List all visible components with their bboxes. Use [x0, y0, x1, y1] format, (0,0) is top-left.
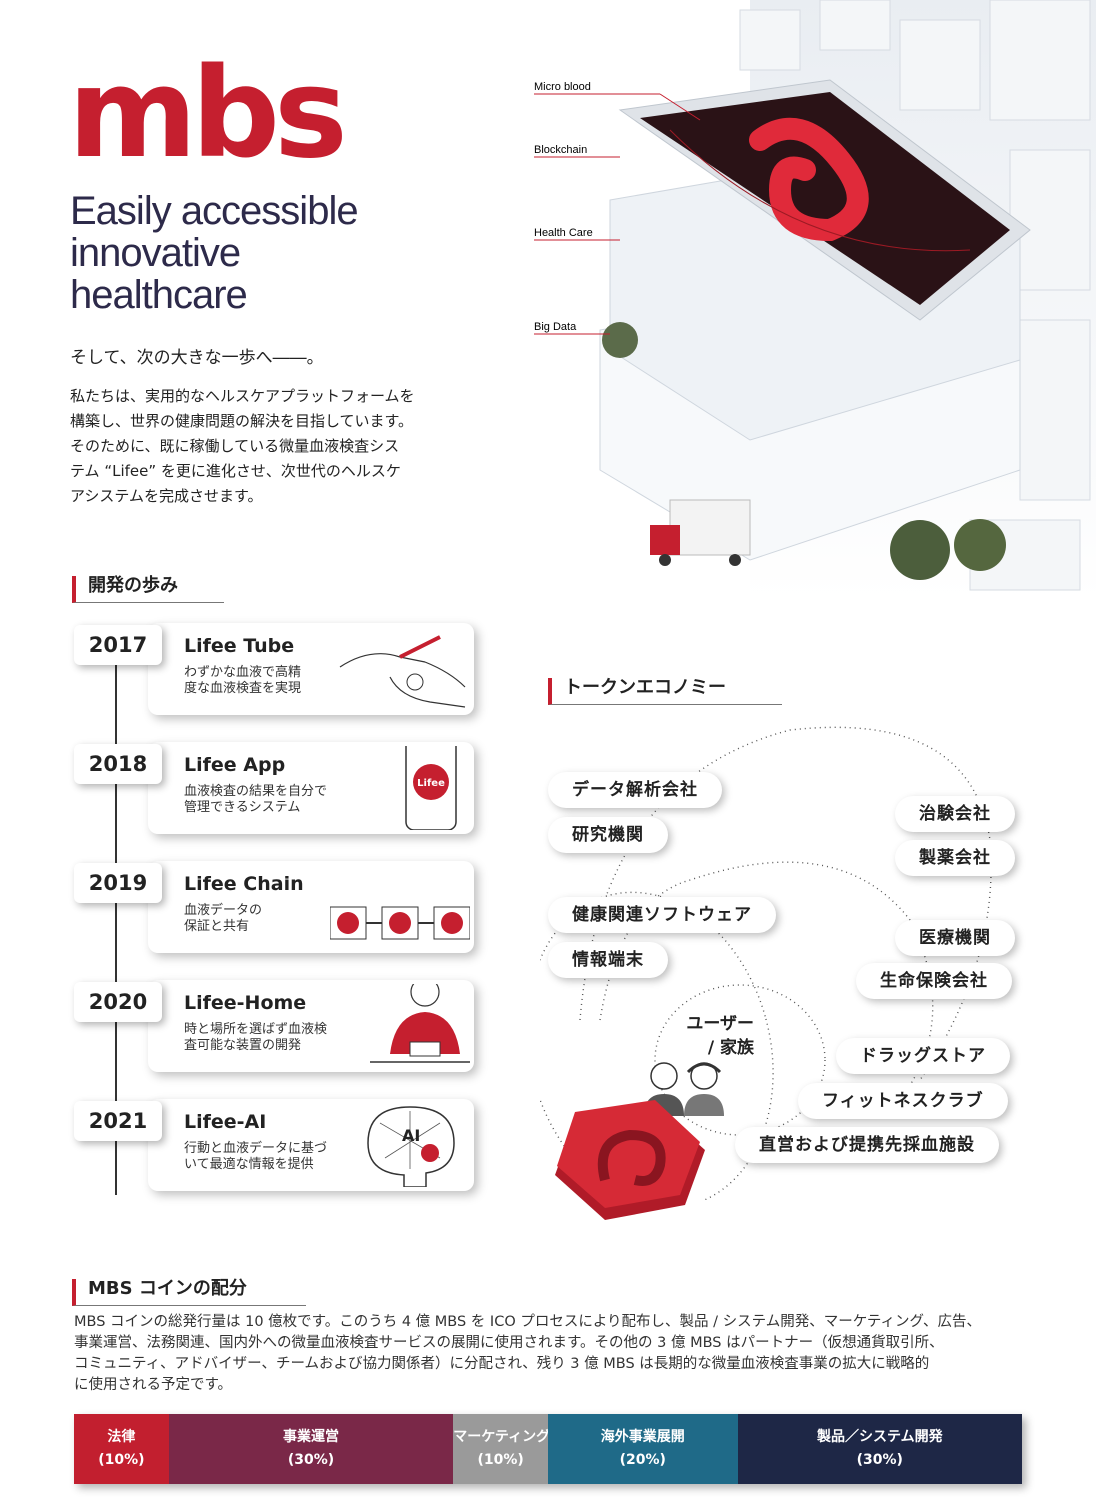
product-name: Lifee-Home [184, 992, 307, 1014]
user-family-label: ユーザー / 家族 [660, 1012, 754, 1060]
timeline-card-2019: Lifee Chain 血液データの 保証と共有 [148, 861, 474, 953]
development-title: 開発の歩み [72, 576, 224, 603]
coin-description: MBS コインの総発行量は 10 億枚です。このうち 4 億 MBS を ICO… [74, 1312, 1034, 1396]
product-desc: 血液検査の結果を自分で 管理できるシステム [184, 784, 364, 816]
intro-line: そのために、既に稼働している微量血液検査シス [70, 437, 400, 455]
partner-medical: 医療機関 [895, 920, 1015, 956]
tagline-line: healthcare [70, 273, 248, 317]
partner-research-institute: 研究機関 [548, 817, 668, 853]
product-name: Lifee-AI [184, 1111, 267, 1133]
year-badge-2018: 2018 [74, 744, 162, 784]
tagline-line: Easily accessible [70, 189, 359, 233]
product-desc: 血液データの 保証と共有 [184, 903, 364, 935]
desc-line: 時と場所を選ばず血液検 [184, 1022, 328, 1037]
partner-info-terminal: 情報端末 [548, 942, 668, 978]
allocation-segment-overseas: 海外事業展開 (20%) [548, 1414, 738, 1484]
partner-data-analysis: データ解析会社 [548, 772, 722, 808]
coin-text-line: 事業運営、法務関連、国内外への微量血液検査サービスの展開に使用されます。その他の… [74, 1335, 944, 1351]
year-badge-2019: 2019 [74, 863, 162, 903]
partner-life-insurance: 生命保険会社 [856, 963, 1012, 999]
year-badge-2017: 2017 [74, 625, 162, 665]
desc-line: わずかな血液で高精 [184, 665, 302, 680]
product-name: Lifee App [184, 754, 286, 776]
partner-clinical-trial: 治験会社 [895, 796, 1015, 832]
segment-label: マーケティング [453, 1429, 548, 1445]
product-desc: わずかな血液で高精 度な血液検査を実現 [184, 665, 364, 697]
ai-mark: AI [402, 1126, 420, 1145]
coin-text-line: MBS コインの総発行量は 10 億枚です。このうち 4 億 MBS を ICO… [74, 1314, 982, 1330]
segment-percent: (30%) [287, 1452, 335, 1468]
timeline-card-2021: Lifee-AI 行動と血液データに基づ いて最適な情報を提供 AI [148, 1099, 474, 1191]
segment-percent: (30%) [856, 1452, 903, 1468]
partner-drugstore: ドラッグストア [836, 1038, 1010, 1074]
desc-line: 管理できるシステム [184, 800, 301, 815]
intro-line: 私たちは、実用的なヘルスケアプラットフォームを [70, 387, 415, 405]
segment-label: 海外事業展開 [600, 1429, 685, 1445]
desc-line: 査可能な装置の開発 [184, 1038, 302, 1053]
partner-blood-collection: 直営および提携先採血施設 [735, 1127, 999, 1163]
intro-paragraph: 私たちは、実用的なヘルスケアプラットフォームを 構築し、世界の健康問題の解決を目… [70, 384, 490, 509]
building-illustration: Micro blood Blockchain Health Care Big D… [500, 0, 1096, 640]
intro-line: 構築し、世界の健康問題の解決を目指しています。 [70, 412, 414, 430]
partner-health-software: 健康関連ソフトウェア [548, 897, 776, 933]
label-health-care: Health Care [534, 227, 593, 239]
allocation-segment-marketing: マーケティング (10%) [453, 1414, 548, 1484]
allocation-segment-operations: 事業運営 (30%) [168, 1414, 454, 1484]
intro-line: アシステムを完成させます。 [70, 487, 263, 505]
partner-pharma: 製薬会社 [895, 840, 1015, 876]
label-micro-blood: Micro blood [534, 81, 591, 93]
segment-label: 製品／システム開発 [817, 1429, 943, 1445]
desc-line: いて最適な情報を提供 [184, 1157, 314, 1172]
desc-line: 血液検査の結果を自分で [184, 784, 328, 799]
segment-label: 法律 [107, 1429, 136, 1445]
user-label-line: ユーザー [686, 1014, 754, 1034]
desc-line: 血液データの [184, 903, 263, 918]
coin-distribution-title: MBS コインの配分 [72, 1279, 306, 1306]
intro-line: テム “Lifee” を更に進化させ、次世代のヘルスケ [70, 462, 401, 480]
partner-fitness: フィットネスクラブ [798, 1083, 1008, 1119]
token-economy-title: トークンエコノミー [548, 678, 782, 705]
chain-blocks-icon [330, 906, 470, 940]
product-desc: 時と場所を選ばず血液検 査可能な装置の開発 [184, 1022, 364, 1054]
lead-text: そして、次の大きな一歩へ――。 [70, 348, 324, 368]
user-family-icon [644, 1062, 724, 1116]
timeline-card-2017: Lifee Tube わずかな血液で高精 度な血液検査を実現 [148, 623, 474, 715]
lifee-mark: Lifee [417, 778, 445, 789]
year-badge-2021: 2021 [74, 1101, 162, 1141]
user-label-line: / 家族 [707, 1038, 754, 1058]
desc-line: 行動と血液データに基づ [184, 1141, 328, 1156]
year-badge-2020: 2020 [74, 982, 162, 1022]
segment-label: 事業運営 [283, 1429, 339, 1445]
allocation-segment-product-dev: 製品／システム開発 (30%) [737, 1414, 1022, 1484]
smartphone-app-icon: Lifee [405, 746, 457, 830]
label-blockchain: Blockchain [534, 144, 587, 156]
tagline-line: innovative [70, 231, 241, 275]
segment-percent: (10%) [477, 1452, 524, 1468]
allocation-bar: 法律 (10%) 事業運営 (30%) マーケティング (10%) 海外事業展開… [74, 1414, 1022, 1484]
product-desc: 行動と血液データに基づ いて最適な情報を提供 [184, 1141, 364, 1173]
label-big-data: Big Data [534, 321, 577, 333]
blood-tube-hand-icon [339, 635, 466, 708]
timeline-line [115, 655, 117, 1195]
product-name: Lifee Tube [184, 635, 295, 657]
timeline-card-2020: Lifee-Home 時と場所を選ばず血液検 査可能な装置の開発 [148, 980, 474, 1072]
segment-percent: (20%) [619, 1452, 666, 1468]
mbs-coin-icon [555, 1100, 705, 1220]
coin-text-line: に使用される予定です。 [74, 1377, 233, 1393]
segment-percent: (10%) [98, 1452, 145, 1468]
home-device-icon [370, 984, 470, 1063]
ai-brain-icon: AI [367, 1106, 455, 1187]
mbs-logo: mbs [68, 42, 348, 186]
coin-text-line: コミュニティ、アドバイザー、チームおよび協力関係者）に分配され、残り 3 億 M… [74, 1356, 930, 1372]
desc-line: 保証と共有 [184, 919, 250, 934]
product-name: Lifee Chain [184, 873, 304, 895]
tagline: Easily accessible innovative healthcare [70, 189, 359, 317]
desc-line: 度な血液検査を実現 [184, 681, 302, 696]
allocation-segment-legal: 法律 (10%) [74, 1414, 169, 1484]
timeline-card-2018: Lifee App 血液検査の結果を自分で 管理できるシステム Lifee [148, 742, 474, 834]
